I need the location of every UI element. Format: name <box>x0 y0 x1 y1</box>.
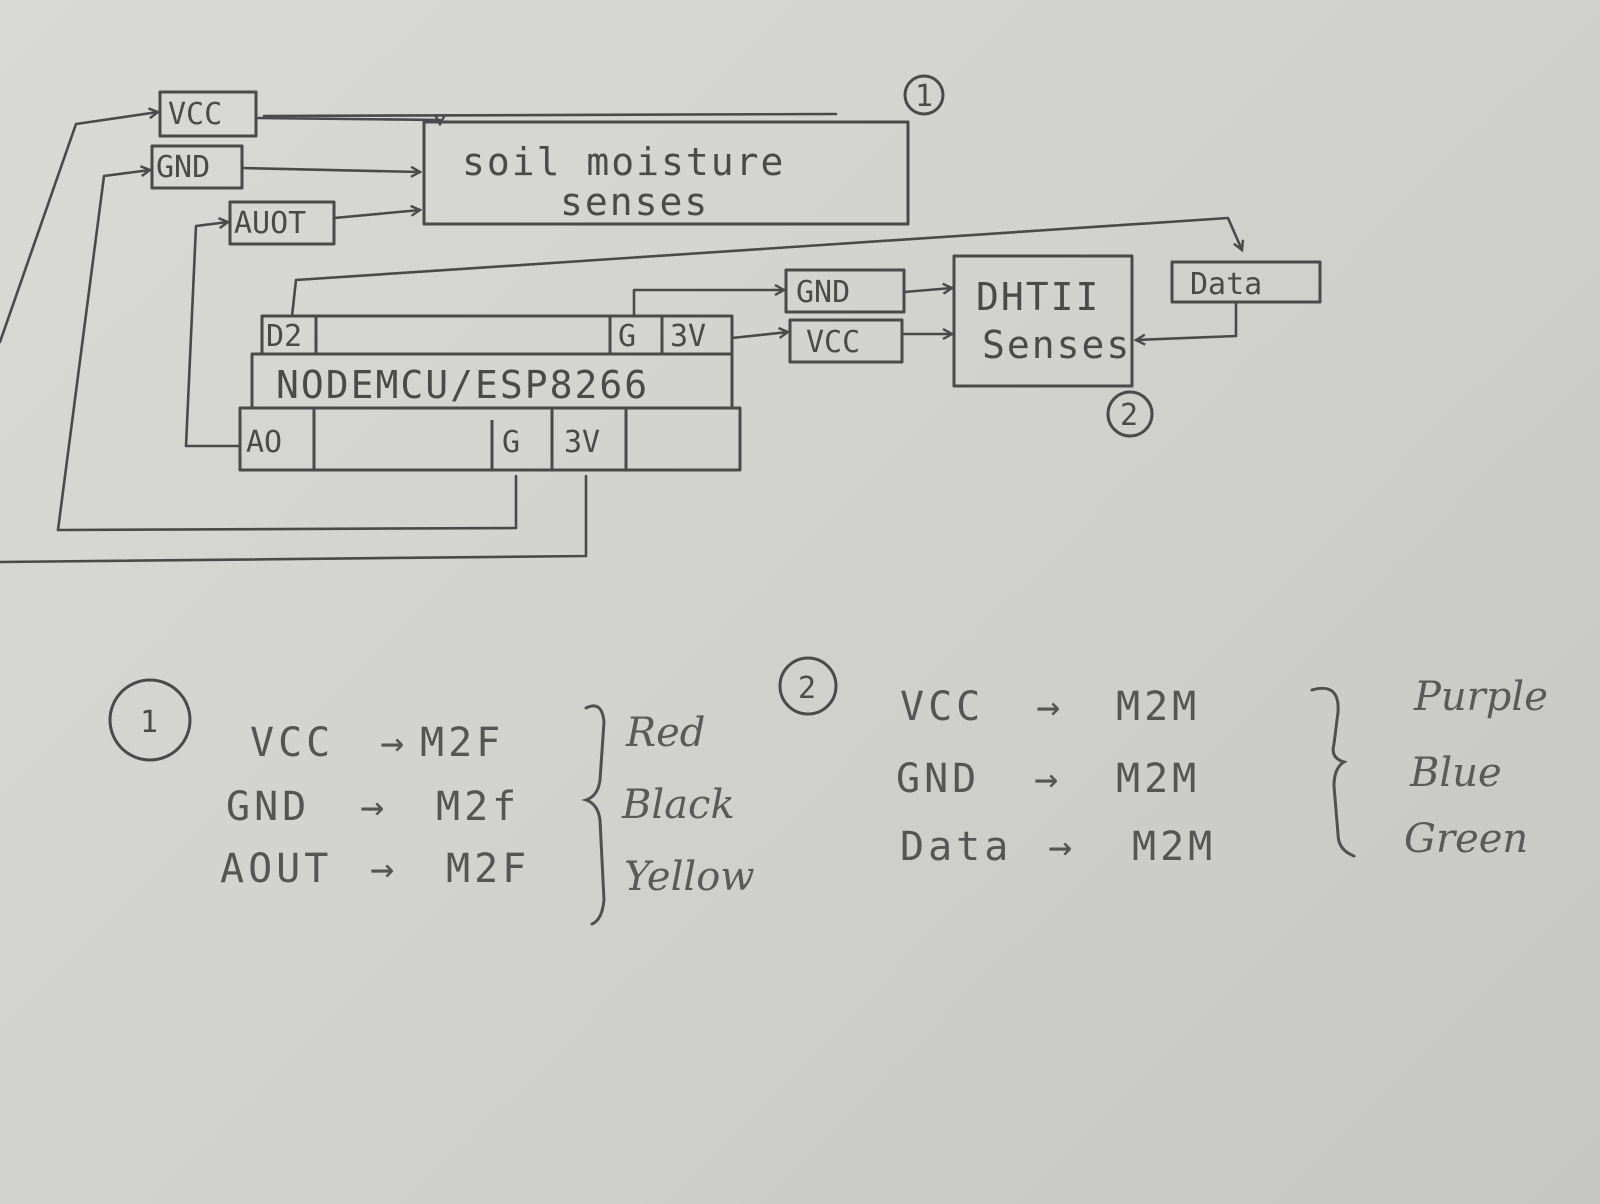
wire-3v-bottom-run <box>0 474 588 564</box>
legend-2-row-3-arrow: → <box>1048 824 1076 870</box>
legend-2-row-1-arrow: → <box>1036 684 1064 730</box>
soil-pin-aout: AUOT <box>234 206 306 241</box>
dht-pin-data: Data <box>1190 267 1262 302</box>
mcu-label: NODEMCU/ESP8266 <box>276 363 649 407</box>
soil-sensor-title-line1: soil moisture <box>462 140 785 184</box>
dht-sensor-title-line1: DHTII <box>976 275 1100 319</box>
dht11-sensor: DHTII Senses 2 GND VCC Data <box>784 254 1322 438</box>
wire-3v-to-soil-vcc <box>0 112 158 344</box>
legend-2-row-1-pin: VCC <box>900 684 984 730</box>
dht-pin-data-box <box>1170 260 1322 304</box>
legend-2-row-1-cable: M2M <box>1116 684 1200 730</box>
legend-1-row-2-color: Black <box>621 782 735 828</box>
legend-2-row-1-color: Purple <box>1413 674 1548 720</box>
legend-2-row-2-cable: M2M <box>1116 756 1200 802</box>
legend-1-marker: 1 <box>140 705 158 740</box>
legend-2-marker: 2 <box>798 671 816 706</box>
wire-data-into-dht <box>1136 300 1238 340</box>
soil-sensor-marker-circle <box>903 74 945 116</box>
legend-2-row-2-pin: GND <box>896 756 980 802</box>
soil-pin-vcc: VCC <box>168 97 222 132</box>
legend-2-brace <box>1310 686 1356 858</box>
legend-1-row-2-pin: GND <box>226 784 310 830</box>
legend-1-row-3-pin: AOUT <box>220 846 332 892</box>
soil-moisture-sensor: soil moisture senses 1 VCC GND AUOT <box>150 74 945 246</box>
soil-sensor-box <box>422 120 910 226</box>
dht-pin-vcc: VCC <box>806 325 860 360</box>
legend-1-row-3-cable: M2F <box>446 846 530 892</box>
legend-group-2: 2 VCC → M2M GND → M2M Data → M2M Purple … <box>778 656 1548 870</box>
mcu-pin-top-g: G <box>618 319 636 354</box>
legend-1-row-3-color: Yellow <box>624 854 755 900</box>
wire-g-to-soil-gnd <box>56 170 150 532</box>
legend-1-marker-circle <box>108 678 192 762</box>
wire-gnd-to-soil <box>240 168 420 172</box>
legend-1-row-1-pin: VCC <box>250 720 334 766</box>
mcu-pin-d2: D2 <box>266 319 302 354</box>
legend-1-row-1-arrow: → <box>380 720 408 766</box>
wire-g-bottom-run <box>56 474 518 532</box>
wire-soil-top-return <box>262 112 838 118</box>
wire-3v-to-dht-vcc <box>730 332 788 340</box>
legend-2-row-3-cable: M2M <box>1132 824 1216 870</box>
legend-2-row-2-color: Blue <box>1409 750 1502 796</box>
legend-2-row-3-color: Green <box>1404 816 1528 862</box>
legend-1-brace <box>581 704 606 926</box>
wire-g-to-dht-gnd <box>632 290 784 318</box>
dht-sensor-marker: 2 <box>1120 398 1138 433</box>
dht-sensor-marker-circle <box>1106 390 1154 438</box>
legend-2-row-3-pin: Data <box>900 824 1012 870</box>
dht-pin-gnd: GND <box>796 275 850 310</box>
legend-group-1: 1 VCC → M2F GND → M2f AOUT → M2F Red Bla… <box>108 678 755 926</box>
dht-pin-vcc-box <box>788 318 904 364</box>
legend-1-row-2-cable: M2f <box>436 784 520 830</box>
wires <box>0 112 1242 564</box>
mcu-pin-bottom-g: G <box>502 425 520 460</box>
wire-ao-to-soil-aout <box>184 222 240 448</box>
wire-aout-to-soil <box>332 210 420 220</box>
legend-2-marker-circle <box>778 656 838 716</box>
legend-2-row-2-arrow: → <box>1034 756 1062 802</box>
dht-sensor-box <box>952 254 1134 388</box>
legend-1-row-1-color: Red <box>625 710 705 756</box>
dht-sensor-title-line2: Senses <box>982 323 1131 367</box>
mcu-pin-bottom-3v: 3V <box>564 425 600 460</box>
legend-1-row-3-arrow: → <box>370 846 398 892</box>
legend-1-row-1-cable: M2F <box>420 720 504 766</box>
wire-gnd-into-dht <box>902 288 952 292</box>
legend-1-row-2-arrow: → <box>360 784 388 830</box>
soil-sensor-marker: 1 <box>915 79 933 114</box>
wire-vcc-to-soil <box>254 118 440 124</box>
wire-d2-to-dht-data <box>290 216 1242 318</box>
mcu-bottom-header <box>238 406 742 472</box>
soil-pin-gnd: GND <box>156 150 210 185</box>
mcu-pin-top-3v: 3V <box>670 319 706 354</box>
mcu-pin-ao: AO <box>246 425 282 460</box>
soil-sensor-title-line2: senses <box>560 180 709 224</box>
nodemcu-board: NODEMCU/ESP8266 D2 G 3V AO G 3V <box>238 314 742 472</box>
